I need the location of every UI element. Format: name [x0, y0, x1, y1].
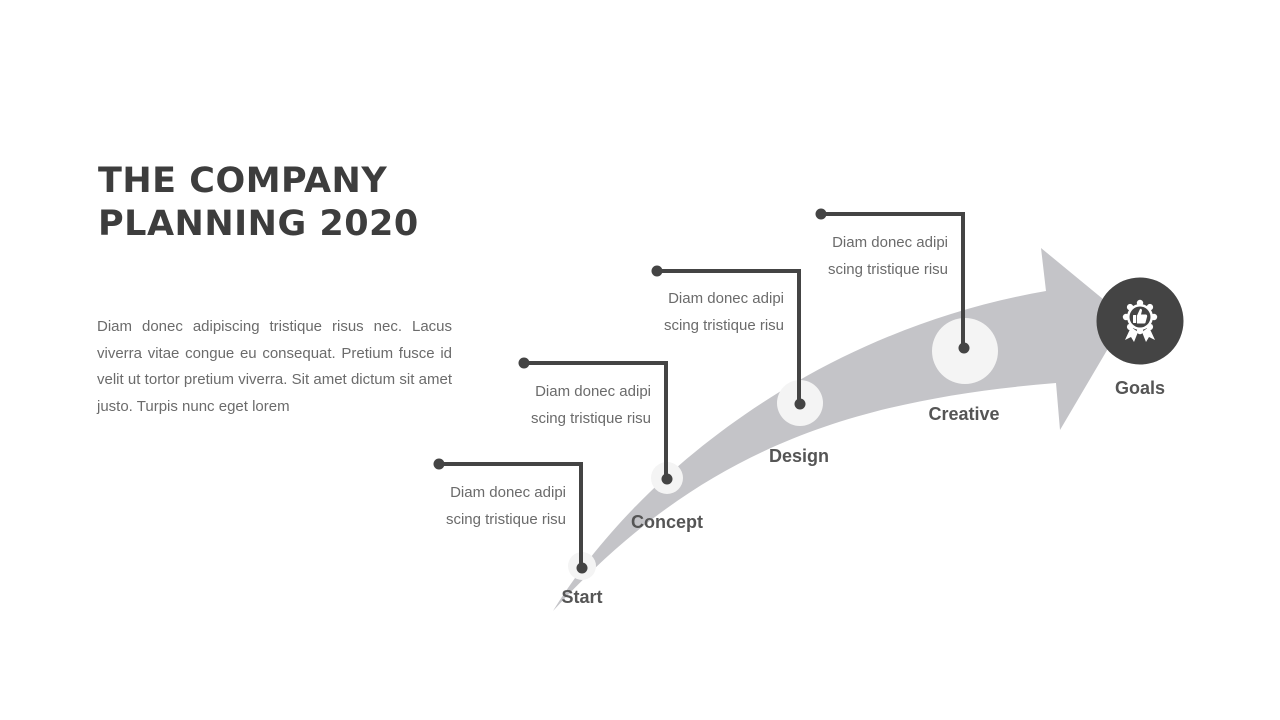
- creative-node-dot: [958, 342, 970, 354]
- slide-title-line-1: THE COMPANY: [98, 161, 388, 201]
- start-node-dot: [576, 562, 588, 574]
- design-connector-end-dot: [651, 265, 663, 277]
- concept-connector: [524, 361, 668, 479]
- concept-connector-end-dot: [518, 357, 530, 369]
- concept-node-dot: [661, 473, 673, 485]
- start-description-line-1: Diam donec adipi: [450, 484, 566, 501]
- design-label: Design: [768, 446, 830, 466]
- design-description-line-1: Diam donec adipi: [668, 290, 784, 307]
- design-connector: [657, 269, 801, 404]
- design-description-line-2: scing tristique risu: [663, 316, 784, 334]
- creative-label: Creative: [928, 404, 1000, 424]
- creative-description: Diam donec adipi scing tristique risu: [738, 230, 948, 283]
- creative-connector-end-dot: [815, 208, 827, 220]
- concept-description: Diam donec adipi scing tristique risu: [441, 379, 651, 432]
- creative-description-line-2: scing tristique risu: [827, 260, 948, 278]
- creative-connector: [821, 212, 965, 348]
- concept-description-line-2: scing tristique risu: [530, 409, 651, 427]
- start-connector-end-dot: [433, 458, 445, 470]
- slide-title: THE COMPANY PLANNING 2020: [98, 160, 419, 246]
- slide-title-line-2: PLANNING 2020: [98, 204, 419, 244]
- start-connector: [439, 462, 583, 568]
- design-description: Diam donec adipi scing tristique risu: [574, 286, 784, 339]
- design-node-dot: [794, 398, 806, 410]
- intro-paragraph: Diam donec adipiscing tristique risus ne…: [97, 318, 452, 415]
- start-label: Start: [561, 587, 603, 607]
- creative-description-line-1: Diam donec adipi: [832, 234, 948, 251]
- start-description: Diam donec adipi scing tristique risu: [356, 480, 566, 533]
- concept-description-line-1: Diam donec adipi: [535, 383, 651, 400]
- goals-label: Goals: [1114, 378, 1166, 398]
- award-thumbs-up-icon: [1122, 299, 1158, 342]
- concept-label: Concept: [631, 512, 703, 532]
- start-description-line-2: scing tristique risu: [445, 510, 566, 528]
